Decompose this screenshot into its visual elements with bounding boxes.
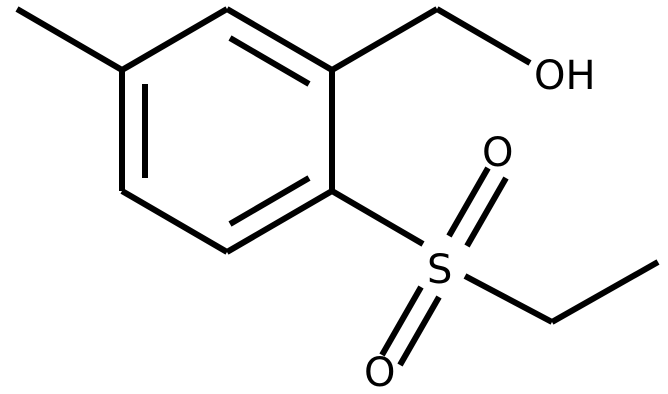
bond-ring-sulfur [330, 188, 425, 247]
bond-ring-bottom-left [120, 188, 229, 255]
bond-ring-top-right-inner [228, 35, 311, 87]
bond-ch2-oh [435, 6, 532, 66]
bond-ethyl [550, 259, 660, 325]
bond-ring-ch2 [330, 6, 439, 73]
atom-label-oxygen-bottom: O [364, 350, 395, 394]
bond-ring-top-right [225, 6, 334, 73]
bond-methyl [15, 6, 124, 73]
bond-sulfur-ch2 [463, 273, 554, 325]
atom-label-oxygen-top: O [482, 130, 513, 176]
benzene-ring [119, 6, 335, 255]
bond-sulfur-oxygen-bottom-a [379, 285, 424, 357]
bond-ring-bottom-right [225, 188, 334, 255]
bond-ring-bottom-right-inner [228, 175, 311, 227]
bond-sulfur-oxygen-bottom-b [397, 295, 442, 367]
bond-sulfur-oxygen-top-b [464, 176, 509, 248]
atom-label-sulfur: S [427, 247, 452, 293]
bond-ring-top-left [120, 6, 229, 73]
atom-label-hydroxyl: OH [534, 53, 596, 99]
bond-sulfur-oxygen-top-a [446, 166, 491, 238]
